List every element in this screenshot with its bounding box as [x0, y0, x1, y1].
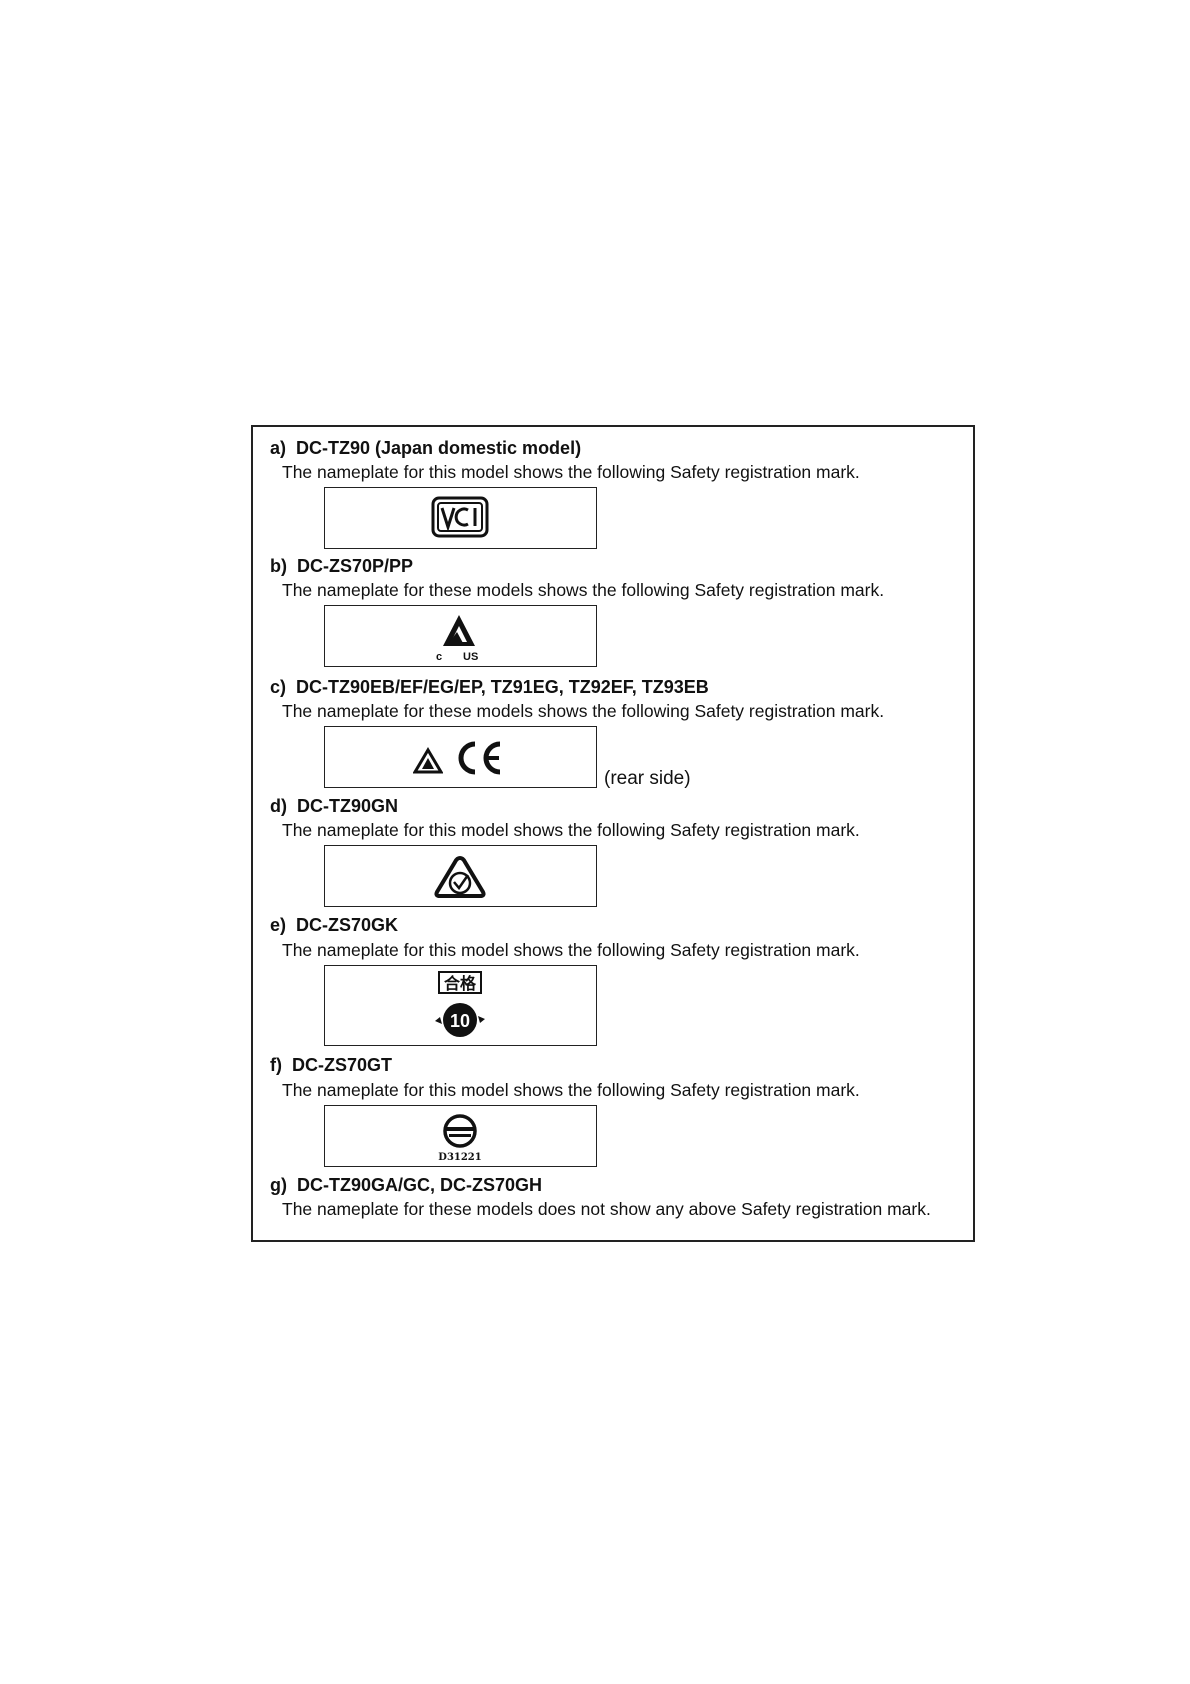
ten-label: 10 — [450, 1011, 470, 1031]
vcci-icon — [431, 496, 489, 538]
nameplate-box-e: 合格 10 — [324, 965, 597, 1046]
registration-marks-box — [251, 425, 975, 1242]
entry-letter: c) — [270, 677, 287, 697]
nameplate-box-c — [324, 726, 597, 788]
entry-letter: d) — [270, 796, 287, 816]
entry-b-description: The nameplate for these models shows the… — [282, 580, 885, 600]
model-name: DC-TZ90GA/GC, DC-ZS70GH — [297, 1175, 543, 1195]
entry-d-description: The nameplate for this model shows the f… — [282, 820, 860, 840]
csa-c-label: c — [436, 651, 442, 662]
bsmi-icon: D31221 — [438, 1114, 482, 1163]
entry-letter: e) — [270, 915, 287, 935]
model-name: DC-ZS70P/PP — [297, 556, 414, 576]
rear-side-note: (rear side) — [604, 768, 691, 789]
entry-g-heading: g) DC-TZ90GA/GC, DC-ZS70GH — [270, 1175, 542, 1196]
pass-label: 合格 — [444, 974, 477, 993]
model-name: DC-TZ90GN — [297, 796, 399, 816]
entry-d-heading: d) DC-TZ90GN — [270, 796, 398, 817]
entry-letter: f) — [270, 1055, 282, 1075]
entry-letter: b) — [270, 556, 287, 576]
entry-a-description: The nameplate for this model shows the f… — [282, 462, 860, 482]
model-name: DC-ZS70GK — [296, 915, 399, 935]
model-name: DC-ZS70GT — [292, 1055, 393, 1075]
rcm-icon — [434, 855, 486, 898]
model-name: DC-TZ90 (Japan domestic model) — [296, 438, 582, 458]
entry-c-description: The nameplate for these models shows the… — [282, 701, 885, 721]
entry-a-heading: a) DC-TZ90 (Japan domestic model) — [270, 438, 581, 459]
nameplate-box-b: c US — [324, 605, 597, 667]
entry-f-heading: f) DC-ZS70GT — [270, 1055, 392, 1076]
csa-us-label: US — [463, 651, 478, 662]
china-pass-10-icon: 合格 10 — [435, 971, 485, 1037]
nameplate-box-a — [324, 487, 597, 549]
entry-c-heading: c) DC-TZ90EB/EF/EG/EP, TZ91EG, TZ92EF, TZ… — [270, 677, 709, 698]
nameplate-box-d — [324, 845, 597, 907]
csa-c-us-icon: c US — [436, 615, 478, 662]
bsmi-code-label: D31221 — [438, 1152, 481, 1163]
entry-letter: a) — [270, 438, 287, 458]
entry-e-description: The nameplate for this model shows the f… — [282, 940, 860, 960]
model-name: DC-TZ90EB/EF/EG/EP, TZ91EG, TZ92EF, TZ93… — [296, 677, 709, 697]
entry-e-heading: e) DC-ZS70GK — [270, 915, 398, 936]
entry-b-heading: b) DC-ZS70P/PP — [270, 556, 413, 577]
entry-f-description: The nameplate for this model shows the f… — [282, 1080, 860, 1100]
warning-triangle-icon — [413, 747, 443, 774]
nameplate-box-f: D31221 — [324, 1105, 597, 1167]
ce-mark-icon — [458, 741, 501, 775]
entry-g-description: The nameplate for these models does not … — [282, 1199, 931, 1219]
entry-letter: g) — [270, 1175, 287, 1195]
